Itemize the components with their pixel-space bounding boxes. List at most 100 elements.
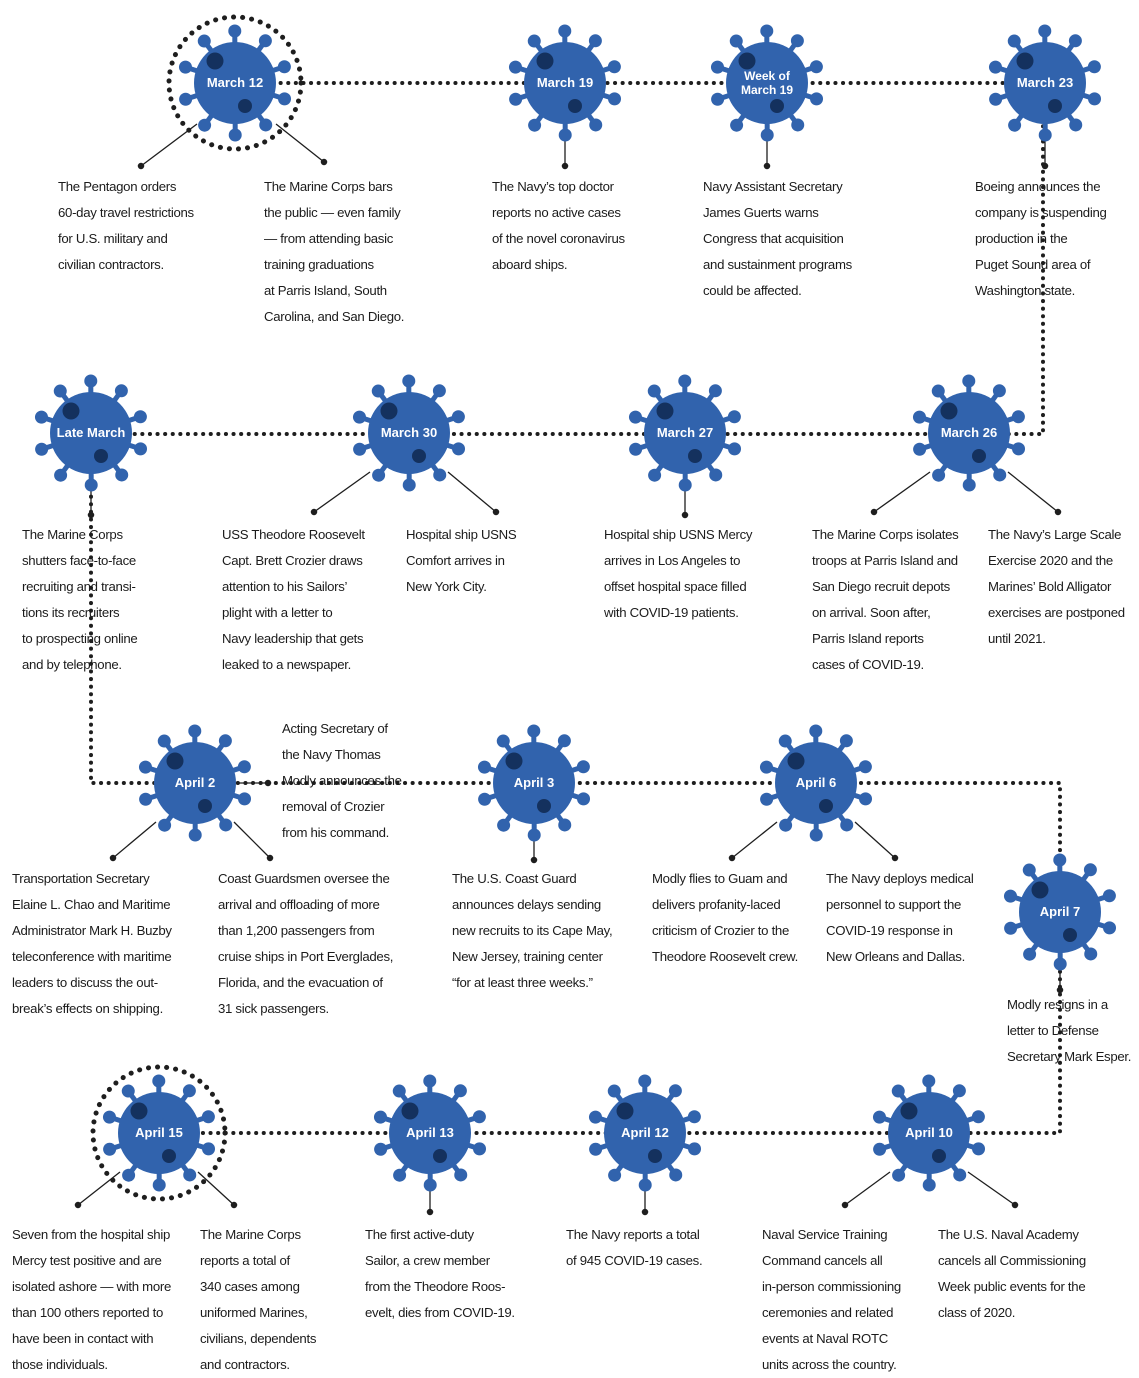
virus-node-apr2: April 2 [139,725,251,842]
event-description: The U.S. Coast Guard announces delays se… [452,866,612,996]
virus-spike-tip [103,1143,116,1156]
virus-spike-tip [810,60,823,73]
virus-spike-tip [779,819,792,832]
virus-spike-tip [353,411,366,424]
virus-spike-tip [608,1085,621,1098]
virus-spot [788,753,805,770]
virus-spike-tip [527,725,540,738]
virus-date-label: March 12 [207,75,263,90]
event-description: The Navy’s Large Scale Exercise 2020 and… [988,522,1125,652]
virus-spike-tip [972,1142,985,1155]
virus-spike-tip [189,828,202,841]
virus-spike-tip [1008,119,1021,132]
virus-spot [167,753,184,770]
virus-spike-tip [374,1143,387,1156]
virus-spike-tip [760,793,773,806]
virus-date-label: April 2 [175,775,215,790]
virus-spike-tip [953,1168,966,1181]
virus-spot [537,799,551,813]
virus-spike-tip [648,385,661,398]
virus-spike-tip [873,1111,886,1124]
virus-spike-tip [393,1085,406,1098]
virus-spike-tip [638,1075,651,1088]
virus-spike-tip [1103,921,1116,934]
virus-spike-tip [353,443,366,456]
virus-spike-tip [35,411,48,424]
virus-spike-tip [688,1110,701,1123]
virus-spike-tip [892,1169,905,1182]
virus-spike-tip [648,469,661,482]
virus-spike-tip [892,1085,905,1098]
virus-spike-tip [259,34,272,47]
virus-spike-tip [198,35,211,48]
virus-spike-tip [589,1143,602,1156]
virus-spike-tip [153,1178,166,1191]
event-description: The U.S. Naval Academy cancels all Commi… [938,1222,1086,1326]
virus-spike-tip [54,469,67,482]
virus-spike-tip [730,119,743,132]
virus-spike-tip [229,128,242,141]
virus-spot [412,449,426,463]
virus-spike-tip [35,443,48,456]
virus-spike-tip [497,735,510,748]
virus-spike-tip [1038,25,1051,38]
virus-spike-tip [859,760,872,773]
virus-spot [1032,882,1049,899]
virus-spike-tip [1004,922,1017,935]
virus-spike-tip [85,478,98,491]
virus-spike-tip [589,1111,602,1124]
virus-spike-tip [577,792,590,805]
virus-spike-tip [558,25,571,38]
virus-spike-tip [639,1178,652,1191]
virus-spike-tip [688,1142,701,1155]
virus-spike-tip [219,734,232,747]
virus-spot [207,53,224,70]
virus-spike-tip [989,61,1002,74]
virus-spike-tip [932,469,945,482]
virus-spike-tip [1023,948,1036,961]
event-description: Modly resigns in a letter to Defense Sec… [1007,992,1131,1070]
virus-spike-tip [953,1084,966,1097]
virus-spike-tip [452,442,465,455]
virus-date-label: April 10 [905,1125,953,1140]
virus-spike-tip [963,478,976,491]
virus-spike-tip [454,1084,467,1097]
virus-spike-tip [923,1178,936,1191]
virus-node-apr6: April 6 [760,725,872,842]
virus-spot [94,449,108,463]
virus-spike-tip [393,1169,406,1182]
virus-spike-tip [809,725,822,738]
virus-spike-tip [1004,890,1017,903]
virus-spike-tip [179,93,192,106]
virus-spot [1017,53,1034,70]
virus-spike-tip [528,828,541,841]
virus-spike-tip [1012,442,1025,455]
virus-spike-tip [709,384,722,397]
virus-date-label: April 3 [514,775,554,790]
virus-spot [972,449,986,463]
virus-spike-tip [629,443,642,456]
virus-spike-tip [238,760,251,773]
virus-spike-tip [1054,957,1067,970]
virus-spike-tip [558,734,571,747]
virus-date-label: April 15 [135,1125,183,1140]
virus-spike-tip [859,792,872,805]
event-description: Transportation Secretary Elaine L. Chao … [12,866,172,1022]
virus-node-apr10: April 10 [873,1075,985,1192]
virus-spike-tip [1069,34,1082,47]
virus-spot [648,1149,662,1163]
virus-spike-tip [840,734,853,747]
virus-spike-tip [473,1142,486,1155]
virus-spot [131,1103,148,1120]
virus-spike-tip [183,1084,196,1097]
virus-spike-tip [115,468,128,481]
event-description: The Marine Corps shutters face-to-face r… [22,522,137,678]
virus-date-label: March 27 [657,425,713,440]
event-description: The Navy reports a total of 945 COVID-19… [566,1222,702,1274]
virus-spike-tip [188,725,201,738]
virus-spike-tip [1103,889,1116,902]
virus-date-label: April 13 [406,1125,454,1140]
virus-spike-tip [1069,118,1082,131]
virus-spike-tip [122,1169,135,1182]
